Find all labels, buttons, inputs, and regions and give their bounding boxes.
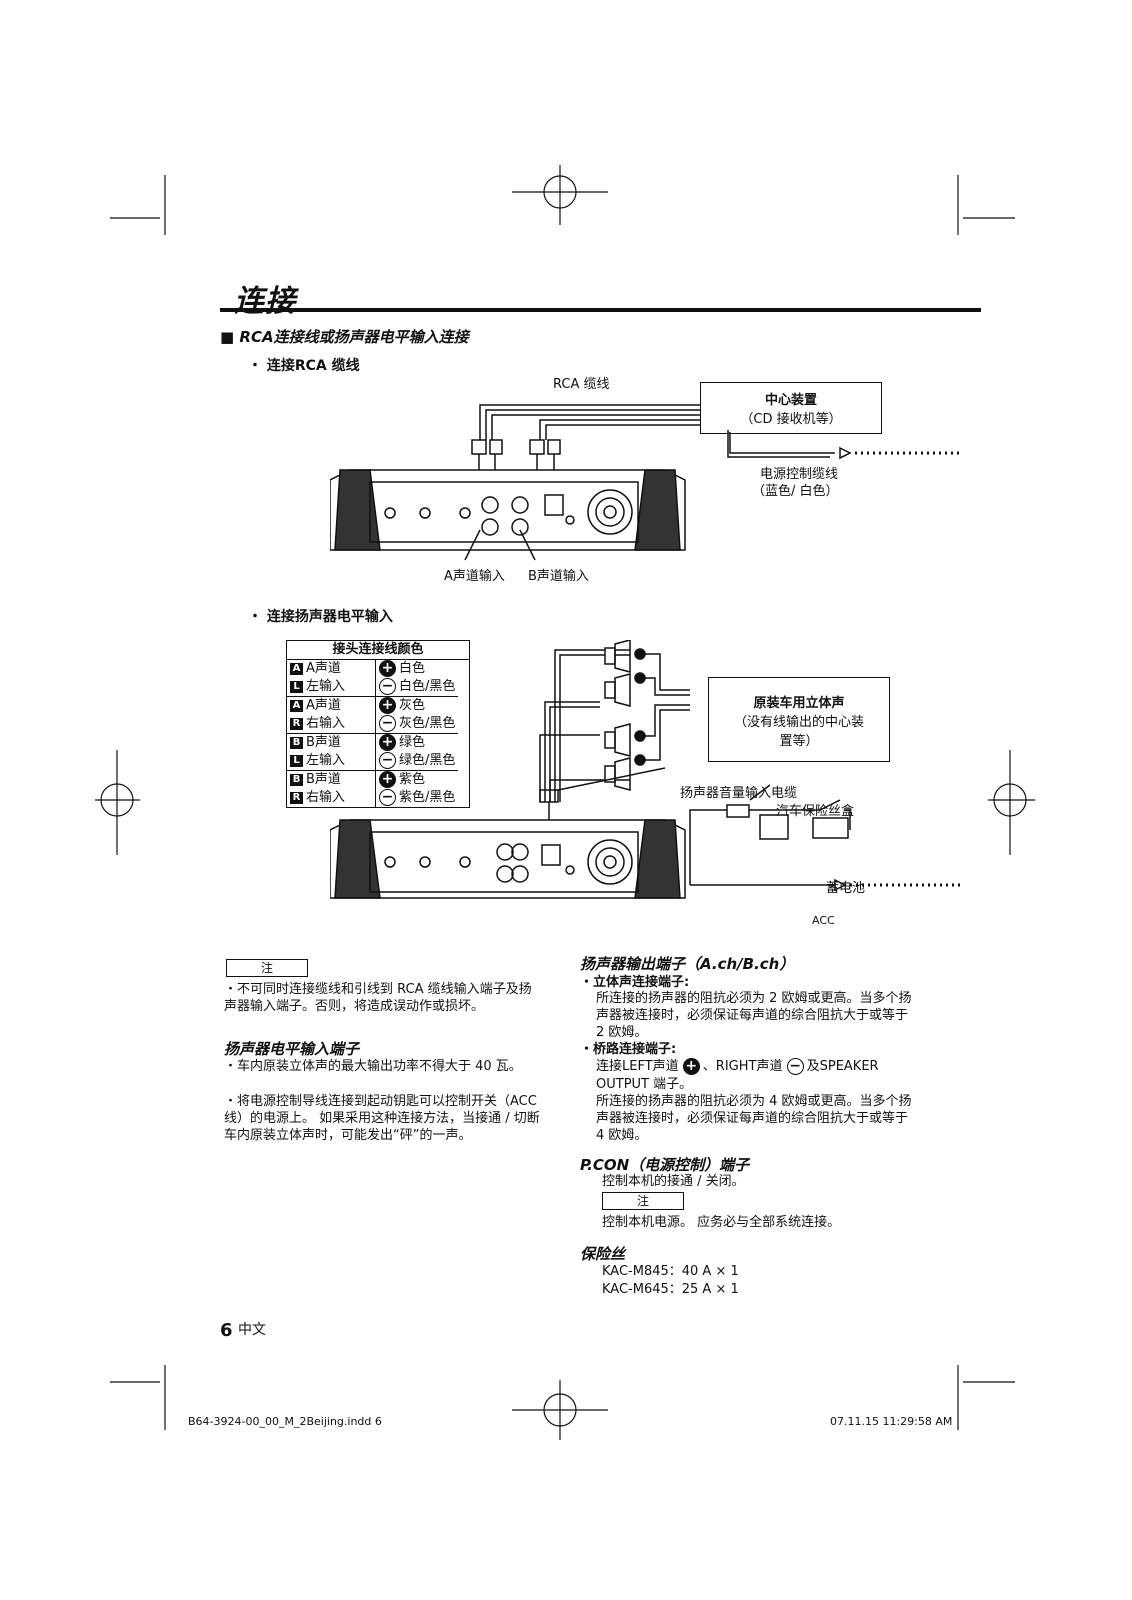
channel-badge: R xyxy=(290,791,303,804)
acc-label: ACC xyxy=(812,914,835,927)
wire-color: 紫色 xyxy=(399,772,426,787)
stereo-box: 原装车用立体声 （没有线输出的中心装 置等） xyxy=(708,677,890,762)
wire-color: 灰色/黑色 xyxy=(399,716,456,731)
speaker-cable-label: 扬声器音量输入电缆 xyxy=(680,786,798,801)
pcon-heading: P.CON（电源控制）端子 xyxy=(580,1156,750,1174)
rca-diagram xyxy=(330,404,960,561)
stereo-title: 原装车用立体声 xyxy=(753,696,845,711)
head-unit-title: 中心装置 xyxy=(764,393,817,408)
bridge-line-a: 连接LEFT声道 xyxy=(596,1059,679,1074)
wire-color: 白色/黑色 xyxy=(399,679,456,694)
channel-label: A声道 xyxy=(306,661,341,676)
stereo-sub2: 置等） xyxy=(779,734,819,749)
minus-icon: − xyxy=(379,715,396,732)
plus-icon: + xyxy=(682,1058,700,1075)
minus-icon: − xyxy=(786,1058,804,1075)
minus-icon: − xyxy=(379,678,396,695)
channel-badge: A xyxy=(290,662,303,675)
channel-label: B声道 xyxy=(306,772,341,787)
plus-icon: + xyxy=(379,660,396,677)
fuse-heading: 保险丝 xyxy=(580,1245,626,1263)
plus-icon: + xyxy=(379,771,396,788)
plus-icon: + xyxy=(379,734,396,751)
title-rule xyxy=(220,308,981,312)
channel-label: B声道 xyxy=(306,735,341,750)
fuse-box-label: 汽车保险丝盒 xyxy=(776,804,855,819)
wire-color: 绿色/黑色 xyxy=(399,753,456,768)
fuse-spec-2: KAC-M645：25 A × 1 xyxy=(602,1282,739,1297)
power-cable-color: （蓝色/ 白色） xyxy=(752,484,839,499)
bridge-line-c: 及SPEAKER xyxy=(806,1059,879,1074)
page-title: 连接 xyxy=(234,284,296,319)
speaker-level-note-2: ・将电源控制导线连接到起动钥匙可以控制开关（ACC 线）的电源上。 如果采用这种… xyxy=(224,1094,540,1143)
pcon-note-box: 注 xyxy=(602,1192,684,1210)
channel-badge: A xyxy=(290,699,303,712)
wire-color: 绿色 xyxy=(399,735,426,750)
wire-color: 紫色/黑色 xyxy=(399,790,456,805)
speaker-level-heading: 扬声器电平输入端子 xyxy=(224,1040,360,1058)
bridge-line: 连接LEFT声道 +、RIGHT声道 −及SPEAKER xyxy=(596,1058,926,1075)
minus-icon: − xyxy=(379,789,396,806)
note-text: ・不可同时连接缆线和引线到 RCA 缆线输入端子及扬声器输入端子。否则，将造成误… xyxy=(224,982,532,1014)
head-unit-sub: （CD 接收机等） xyxy=(740,412,842,427)
pcon-text: 控制本机的接通 / 关闭。 xyxy=(602,1174,745,1189)
battery-label: 蓄电池 xyxy=(826,881,866,896)
speaker-subheading: ・ 连接扬声器电平输入 xyxy=(248,609,393,625)
wire-color: 白色 xyxy=(399,661,426,676)
section-heading: ■ RCA连接线或扬声器电平输入连接 xyxy=(220,328,469,346)
speaker-level-note-1: ・车内原装立体声的最大输出功率不得大于 40 瓦。 xyxy=(224,1059,522,1074)
minus-icon: − xyxy=(379,752,396,769)
footer-file: B64-3924-00_00_M_2Beijing.indd 6 xyxy=(188,1415,382,1428)
section-heading-text: RCA连接线或扬声器电平输入连接 xyxy=(239,328,469,346)
channel-badge: L xyxy=(290,754,303,767)
footer-date: 07.11.15 11:29:58 AM xyxy=(830,1415,953,1428)
rca-subheading-text: 连接RCA 缆线 xyxy=(266,358,360,374)
channel-label: 右输入 xyxy=(306,716,346,731)
channel-label: A声道 xyxy=(306,698,341,713)
fuse-spec-1: KAC-M845：40 A × 1 xyxy=(602,1264,739,1279)
channel-label: 左输入 xyxy=(306,753,346,768)
channel-badge: L xyxy=(290,680,303,693)
channel-badge: B xyxy=(290,773,303,786)
input-a-label: A声道输入 xyxy=(444,569,505,584)
speaker-level-diagram xyxy=(330,640,960,899)
input-b-label: B声道输入 xyxy=(528,569,589,584)
note-box: 注 xyxy=(226,959,308,977)
plus-icon: + xyxy=(379,697,396,714)
speaker-subheading-text: 连接扬声器电平输入 xyxy=(266,609,393,625)
channel-label: 右输入 xyxy=(306,790,346,805)
output-heading: 扬声器输出端子（A.ch/B.ch） xyxy=(580,955,795,973)
table-title: 接头连接线颜色 xyxy=(287,641,469,660)
rca-subheading: ・ 连接RCA 缆线 xyxy=(248,358,360,374)
power-cable-label: 电源控制缆线 xyxy=(760,467,839,482)
page-language: 中文 xyxy=(238,1322,266,1338)
stereo-terminal-title: ・立体声连接端子: xyxy=(580,975,690,990)
bridge-line-d: OUTPUT 端子。 xyxy=(596,1077,693,1092)
bridge-line-b: 、RIGHT声道 xyxy=(702,1059,783,1074)
head-unit-box: 中心装置 （CD 接收机等） xyxy=(700,382,882,434)
bridge-terminal-text: 所连接的扬声器的阻抗必须为 4 欧姆或更高。当多个扬声器被连接时，必须保证每声道… xyxy=(596,1094,912,1143)
rca-cable-label: RCA 缆线 xyxy=(553,377,610,392)
channel-badge: B xyxy=(290,736,303,749)
page-number: 6 xyxy=(220,1320,233,1341)
wire-color: 灰色 xyxy=(399,698,426,713)
pcon-note-text: 控制本机电源。 应务必与全部系统连接。 xyxy=(602,1215,841,1230)
stereo-sub1: （没有线输出的中心装 xyxy=(733,715,864,730)
bridge-terminal-title: ・桥路连接端子: xyxy=(580,1042,677,1057)
channel-badge: R xyxy=(290,717,303,730)
stereo-terminal-text: 所连接的扬声器的阻抗必须为 2 欧姆或更高。当多个扬声器被连接时，必须保证每声道… xyxy=(596,991,912,1040)
channel-label: 左输入 xyxy=(306,679,346,694)
